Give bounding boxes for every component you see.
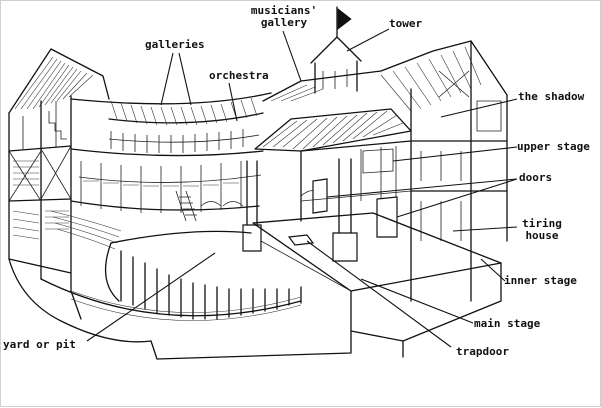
label-upper-stage: upper stage [517, 140, 590, 153]
label-the-shadow: the shadow [518, 90, 585, 103]
label-musicians-gallery-line2: gallery [260, 16, 308, 29]
leader-inner-stage [480, 258, 506, 282]
leader-tiring-house [452, 226, 518, 232]
label-yard-or-pit: yard or pit [3, 338, 76, 351]
label-tiring-house-line1: tiring [522, 217, 562, 230]
leader-musicians-gallery [282, 30, 302, 82]
label-main-stage: main stage [474, 317, 541, 330]
leader-main-stage [360, 278, 474, 324]
label-orchestra: orchestra [209, 69, 269, 82]
yard-pit [8, 230, 352, 360]
leader-doors-2 [396, 178, 518, 218]
leader-trapdoor [306, 240, 452, 348]
leader-doors-1 [326, 178, 518, 198]
label-tiring-house: tiring house [515, 218, 569, 242]
leader-tower [346, 28, 390, 52]
leader-galleries-2 [178, 52, 192, 106]
left-building-section [8, 48, 110, 292]
leader-galleries-1 [160, 52, 174, 106]
tower-structure [262, 6, 508, 302]
label-doors: doors [519, 171, 553, 184]
label-trapdoor: trapdoor [456, 345, 509, 358]
leader-orchestra [228, 82, 238, 122]
tiring-house [300, 100, 502, 241]
the-shadow-canopy [254, 108, 412, 152]
label-tiring-house-line2: house [525, 229, 559, 242]
galleries-structure [50, 92, 326, 250]
label-tower: tower [389, 17, 423, 30]
label-galleries: galleries [145, 38, 205, 51]
leader-lines [86, 28, 518, 348]
leader-yard-or-pit [86, 252, 216, 342]
label-musicians-gallery: musicians' gallery [247, 5, 321, 29]
leader-upper-stage [392, 146, 518, 162]
leader-the-shadow [440, 98, 518, 118]
label-musicians-gallery-line1: musicians' [250, 4, 318, 17]
main-stage-platform [252, 212, 502, 358]
stage-pillars [242, 158, 358, 262]
label-inner-stage: inner stage [504, 274, 577, 287]
